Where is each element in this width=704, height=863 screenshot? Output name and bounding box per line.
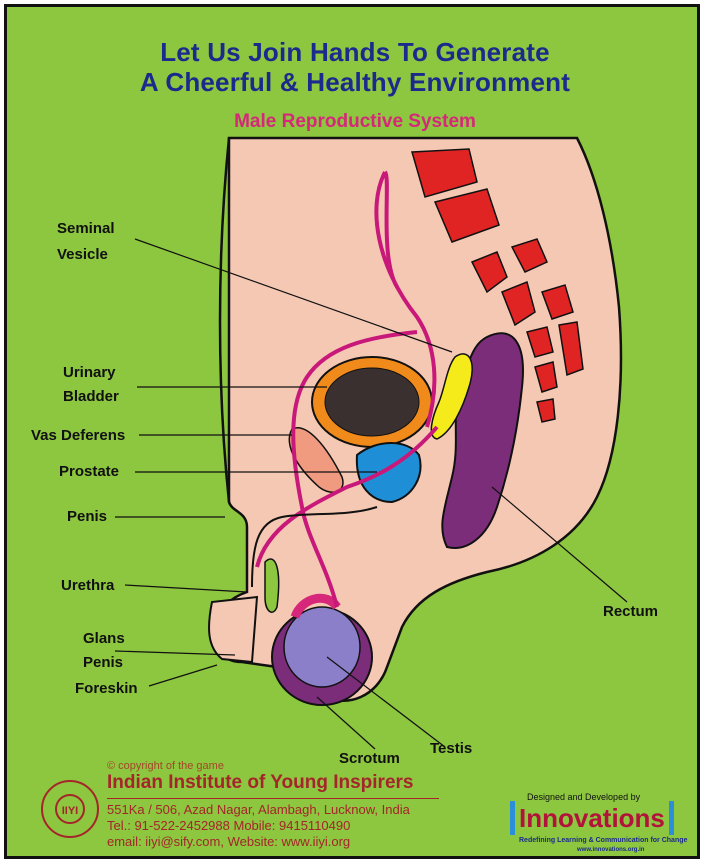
iiyi-seal-text: IIYI: [55, 794, 85, 824]
leg-outline: [220, 138, 229, 502]
org-divider: [107, 798, 439, 799]
label-urethra: Urethra: [61, 576, 114, 595]
org-phone: Tel.: 91-522-2452988 Mobile: 9415110490: [107, 818, 350, 833]
label-urinary-bladder-2: Bladder: [63, 387, 119, 406]
bladder-inner: [325, 368, 419, 436]
penis-shaft: [209, 597, 257, 662]
label-testis: Testis: [430, 739, 472, 758]
innovations-website: www.innovations.org.in: [577, 847, 644, 853]
label-glans-penis-1: Glans: [83, 629, 125, 648]
copyright-note: © copyright of the game: [107, 760, 224, 772]
org-contact: email: iiyi@sify.com, Website: www.iiyi.…: [107, 834, 350, 849]
label-seminal-vesicle-1: Seminal: [57, 219, 115, 238]
leader-scrotum: [317, 697, 375, 749]
label-prostate: Prostate: [59, 462, 119, 481]
testis-shape: [284, 607, 360, 687]
label-rectum: Rectum: [603, 602, 658, 621]
leader-urethra: [125, 585, 247, 592]
leader-foreskin: [149, 665, 217, 686]
penis-inner: [265, 559, 279, 612]
label-glans-penis-2: Penis: [83, 653, 123, 672]
org-name: Indian Institute of Young Inspirers: [107, 772, 413, 794]
innovations-tagline: Redefining Learning & Communication for …: [519, 837, 687, 844]
iiyi-seal: IIYI: [41, 780, 99, 838]
label-seminal-vesicle-2: Vesicle: [57, 245, 108, 264]
label-penis: Penis: [67, 507, 107, 526]
poster: Let Us Join Hands To Generate A Cheerful…: [4, 4, 700, 859]
label-vas-deferens: Vas Deferens: [31, 426, 125, 445]
label-urinary-bladder-1: Urinary: [63, 363, 116, 382]
innovations-logo: Innovations: [510, 801, 674, 835]
label-scrotum: Scrotum: [339, 749, 400, 768]
org-address: 551Ka / 506, Azad Nagar, Alambagh, Luckn…: [107, 802, 410, 817]
label-foreskin: Foreskin: [75, 679, 138, 698]
